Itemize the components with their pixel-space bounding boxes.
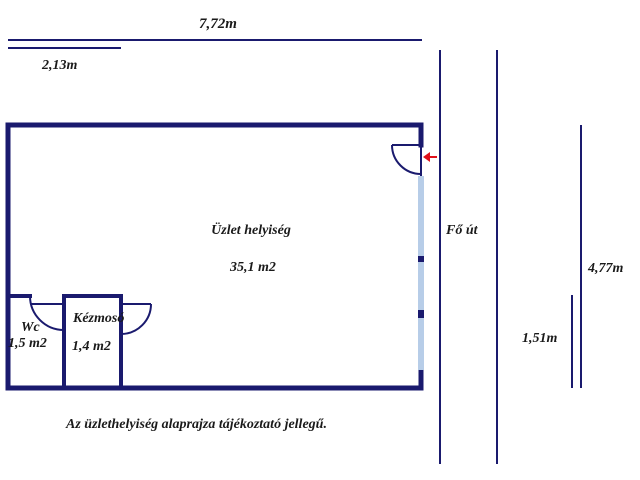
side-segment-label: 1,51m — [522, 331, 558, 346]
entrance-door — [391, 144, 422, 176]
window-mullion — [418, 310, 424, 318]
shop-name-label: Üzlet helyiség — [211, 221, 291, 238]
washroom-door — [120, 303, 152, 335]
interior-walls — [6, 294, 123, 390]
washroom-door-swing-arc — [120, 303, 152, 335]
entrance-arrow-icon — [423, 152, 437, 162]
street-name-label: Fő út — [445, 223, 479, 238]
storefront-windows — [418, 145, 424, 370]
wc-door — [29, 295, 65, 331]
washroom-area-label: 1,4 m2 — [72, 339, 111, 354]
washroom-name-label: Kézmosó — [72, 311, 124, 326]
shop-area-label: 35,1 m2 — [229, 260, 276, 275]
wc-name-label: Wc — [21, 320, 40, 335]
total-width-label: 7,72m — [199, 16, 237, 32]
window-pane — [418, 262, 424, 310]
wc-area-label: 1,5 m2 — [8, 336, 47, 351]
door-swing-arc — [391, 144, 422, 175]
plan-caption: Az üzlethelyiség alaprajza tájékoztató j… — [65, 417, 327, 432]
window-mullion — [418, 256, 424, 262]
window-pane — [418, 318, 424, 370]
window-pane — [418, 176, 424, 256]
wc-door-swing-arc — [29, 295, 65, 331]
depth-label: 4,77m — [587, 261, 624, 276]
outer-walls — [5, 122, 424, 391]
partial-width-label: 2,13m — [41, 58, 78, 73]
